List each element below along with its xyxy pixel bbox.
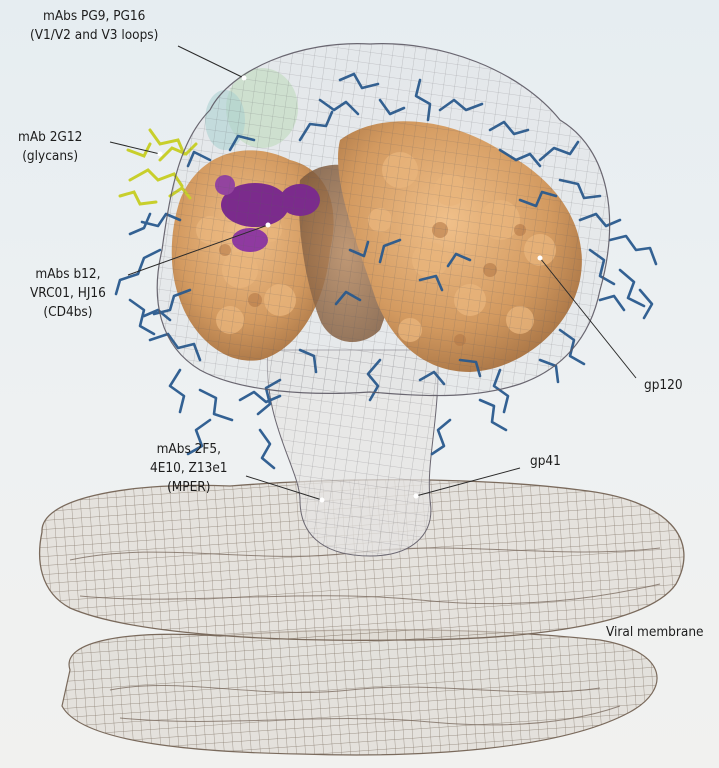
label-mper-line2: 4E10, Z13e1: [150, 459, 228, 478]
label-pg9-line2: (V1/V2 and V3 loops): [30, 26, 158, 45]
label-mper-line1: mAbs 2F5,: [150, 440, 228, 459]
viral-membrane-lower: [62, 630, 657, 755]
label-gp41: gp41: [530, 452, 561, 471]
label-mper: mAbs 2F5, 4E10, Z13e1 (MPER): [150, 440, 228, 497]
label-viral-membrane: Viral membrane: [606, 623, 704, 642]
label-cd4bs-line3: (CD4bs): [30, 303, 106, 322]
label-pg9-pg16: mAbs PG9, PG16 (V1/V2 and V3 loops): [30, 7, 158, 45]
label-cd4bs-line2: VRC01, HJ16: [30, 284, 106, 303]
label-mper-line3: (MPER): [150, 478, 228, 497]
trimer-head-mesh: [157, 44, 609, 396]
label-gp120: gp120: [644, 376, 683, 395]
label-cd4bs-line1: mAbs b12,: [30, 265, 106, 284]
label-cd4bs: mAbs b12, VRC01, HJ16 (CD4bs): [30, 265, 106, 322]
label-2g12: mAb 2G12 (glycans): [18, 128, 82, 166]
label-2g12-line1: mAb 2G12: [18, 128, 82, 147]
leader-pg9: [178, 46, 244, 78]
label-pg9-line1: mAbs PG9, PG16: [30, 7, 158, 26]
label-2g12-line2: (glycans): [18, 147, 82, 166]
